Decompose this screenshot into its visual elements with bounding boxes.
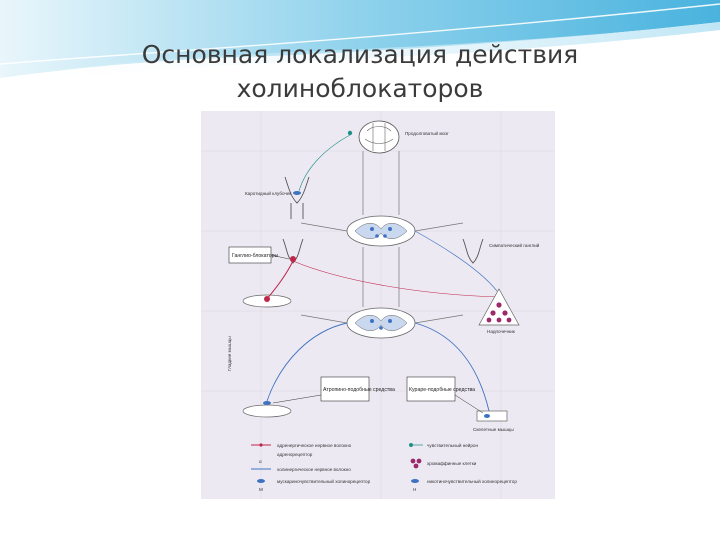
ganglion-blockers-label: Ганглио-блокаторы	[232, 253, 279, 259]
smooth-muscle-label: Гладкие мышцы	[227, 336, 232, 371]
curare-like-box	[406, 376, 456, 402]
legend-item: адренорецептор	[277, 452, 313, 457]
adrenal-label: Надпочечник	[487, 329, 516, 334]
carotid-body	[284, 176, 310, 219]
carotid-body-label: Каротидный клубочек	[245, 190, 292, 196]
legend: адренергическое нервное волокно адреноре…	[251, 442, 517, 492]
legend-mark-alpha: α	[259, 459, 262, 464]
sympathetic-ganglion-label: Симпатический ганглий	[489, 242, 540, 248]
sensory-neuron-dot	[347, 130, 353, 136]
adrenergic-fiber	[266, 260, 294, 300]
spinal-cord-upper	[346, 215, 416, 247]
slide-title: Основная локализация действия холиноблок…	[60, 38, 660, 106]
medulla-label: Продолговатый мозг	[405, 130, 449, 136]
atropine-like-label: Атропино-подобные средства	[323, 387, 395, 393]
legend-mark-m: M	[259, 487, 263, 492]
slide-header-swoosh	[0, 0, 720, 86]
legend-item: чувствительный нейрон	[427, 442, 478, 448]
title-line-2: холиноблокаторов	[236, 74, 484, 103]
sympathetic-ganglion	[462, 238, 484, 264]
curare-like-label: Курарe-подобные средства	[409, 387, 475, 393]
legend-item: холинергическое нервное волокно	[277, 467, 351, 472]
nicotinic-receptor	[484, 414, 490, 418]
title-line-1: Основная локализация действия	[141, 40, 579, 69]
legend-mark-h: H	[413, 487, 416, 492]
medulla-section	[358, 120, 400, 154]
smooth-muscle-lower	[242, 404, 292, 418]
legend-item: мускариночувствительный холинорецептор	[277, 478, 371, 484]
atropine-like-box	[320, 376, 370, 402]
spinal-cord-lower	[346, 307, 416, 339]
skeletal-muscle	[476, 410, 508, 422]
carotid-receptor	[293, 191, 301, 195]
cholinergic-fiber-right	[414, 322, 490, 412]
legend-item: адренергическое нервное волокно	[277, 443, 352, 448]
legend-item: хромаффинные клетки	[427, 461, 477, 466]
skeletal-muscle-label: Скелетные мышцы	[473, 427, 514, 432]
parasympathetic-ganglion	[282, 238, 304, 264]
muscarinic-receptor	[263, 401, 271, 405]
legend-item: никотиночувствительный холинорецептор	[427, 478, 517, 484]
cholinergic-fiber-left	[266, 322, 348, 402]
chromaffin-cells	[486, 302, 512, 323]
anticholinergic-sites-diagram: Продолговатый мозг Каротидный клубочек Г…	[201, 111, 555, 499]
